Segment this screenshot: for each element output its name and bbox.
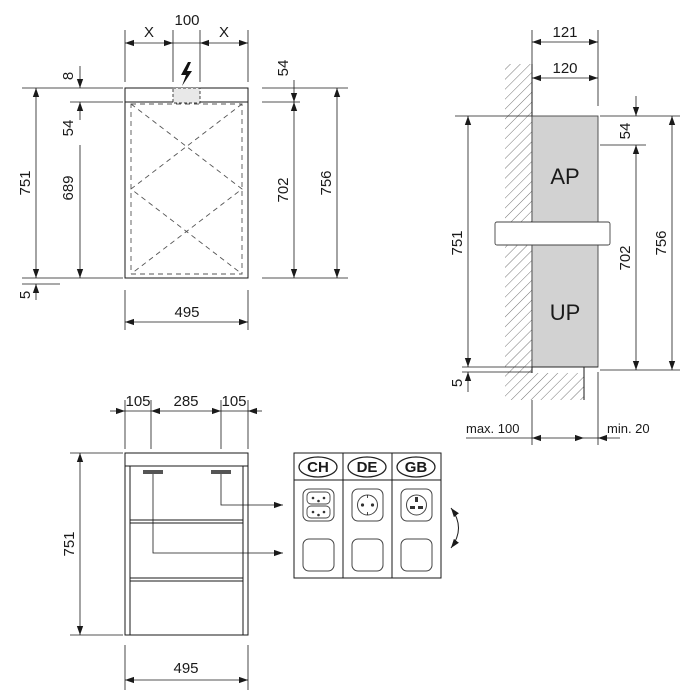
dim-min: min. 20	[607, 421, 650, 436]
dim-depth-outer: 121	[552, 24, 577, 41]
wall-recess	[532, 373, 584, 400]
country-ch: CH	[307, 459, 329, 476]
country-gb: GB	[405, 459, 428, 476]
dim-side-height-total: 756	[653, 230, 670, 255]
empty-socket-ch	[302, 538, 335, 572]
empty-socket-de	[351, 538, 384, 572]
dim-bottom-gap: 5	[17, 291, 34, 299]
dim-top-gap: 8	[60, 72, 77, 80]
dim-side-top: 54	[617, 123, 634, 140]
wall-lower	[505, 245, 532, 400]
cabinet-flush-mounted	[531, 244, 599, 368]
open-view: 105 285 105 751 495	[61, 393, 283, 690]
socket-ch-icon	[302, 488, 335, 522]
wall-upper	[505, 64, 532, 222]
dim-top-right: 54	[275, 60, 292, 77]
socket-gb-icon	[400, 488, 433, 522]
dim-x-right: X	[219, 24, 229, 41]
dim-depth-inner: 120	[552, 60, 577, 77]
label-flush: UP	[550, 300, 581, 325]
country-flag-ch: CH	[298, 456, 338, 478]
rotate-arrow-icon	[450, 507, 459, 549]
country-de: DE	[357, 459, 378, 476]
dim-side-right: 105	[221, 393, 246, 410]
open-cabinet-outline	[124, 452, 249, 636]
cabinet-surface-mounted	[531, 115, 599, 223]
front-cabinet-outline	[124, 87, 249, 279]
electric-box	[172, 87, 201, 104]
dim-max: max. 100	[466, 421, 519, 436]
dim-open-width: 495	[173, 660, 198, 677]
dim-open-height: 751	[61, 531, 78, 556]
front-view: X 100 X 8 54 689 751 5 54 702 75	[17, 12, 348, 330]
dim-middle: 285	[173, 393, 198, 410]
socket-de-icon	[351, 488, 384, 522]
dim-side-height-left: 751	[449, 230, 466, 255]
dim-side-left: 105	[125, 393, 150, 410]
dim-width-bottom: 495	[174, 304, 199, 321]
dim-height-inner-left: 689	[60, 175, 77, 200]
dim-side-bottom-gap: 5	[449, 379, 466, 387]
label-surface: AP	[550, 164, 579, 189]
lightning-icon	[181, 62, 192, 86]
dim-width-top: 100	[174, 12, 199, 29]
country-flag-gb: GB	[396, 456, 436, 478]
dim-height-total-right: 756	[318, 170, 335, 195]
side-view: AP UP 121 120 54 702 756 751 5	[449, 24, 680, 445]
dim-side-height-inner: 702	[617, 245, 634, 270]
dim-height-total-left: 751	[17, 170, 34, 195]
socket-table: CH DE GB	[293, 452, 459, 579]
dim-top-left: 54	[60, 120, 77, 137]
empty-socket-gb	[400, 538, 433, 572]
country-flag-de: DE	[347, 456, 387, 478]
dim-x-left: X	[144, 24, 154, 41]
dim-height-inner-right: 702	[275, 177, 292, 202]
